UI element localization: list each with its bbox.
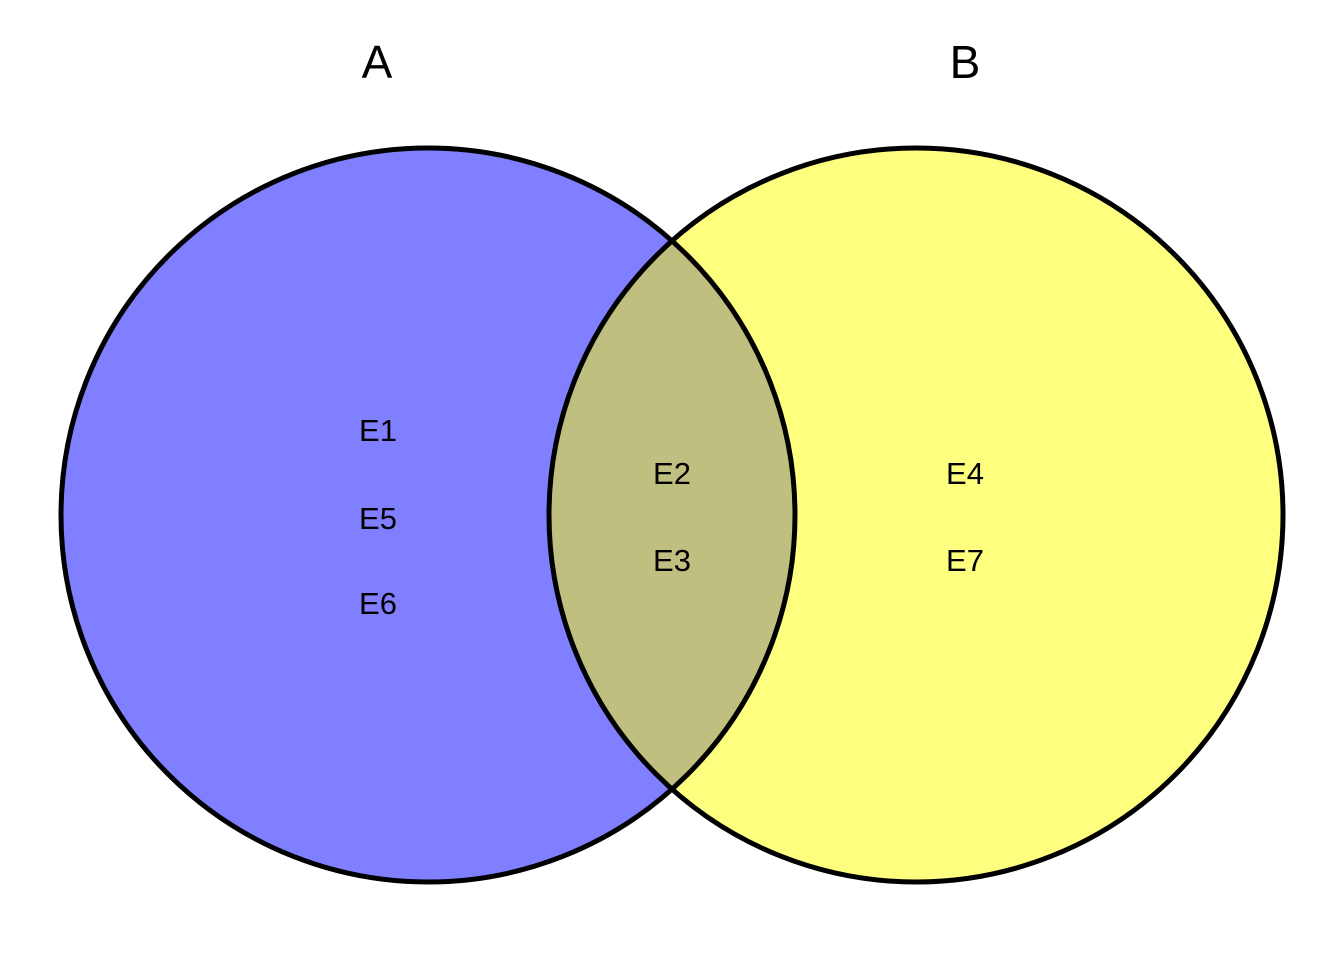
item-label-b-0: E4 (946, 456, 984, 491)
item-label-a-0: E1 (359, 413, 397, 448)
item-label-intersection-1: E3 (653, 543, 691, 578)
item-label-intersection-0: E2 (653, 456, 691, 491)
venn-circle-b-outline (546, 145, 1286, 885)
set-b-title: B (950, 36, 981, 88)
item-label-a-1: E5 (359, 501, 397, 536)
venn-circle-a-outline (58, 145, 798, 885)
set-a-title: A (362, 36, 393, 88)
item-label-a-2: E6 (359, 586, 397, 621)
item-label-b-1: E7 (946, 543, 984, 578)
venn-circle-b-fill (549, 148, 1283, 882)
